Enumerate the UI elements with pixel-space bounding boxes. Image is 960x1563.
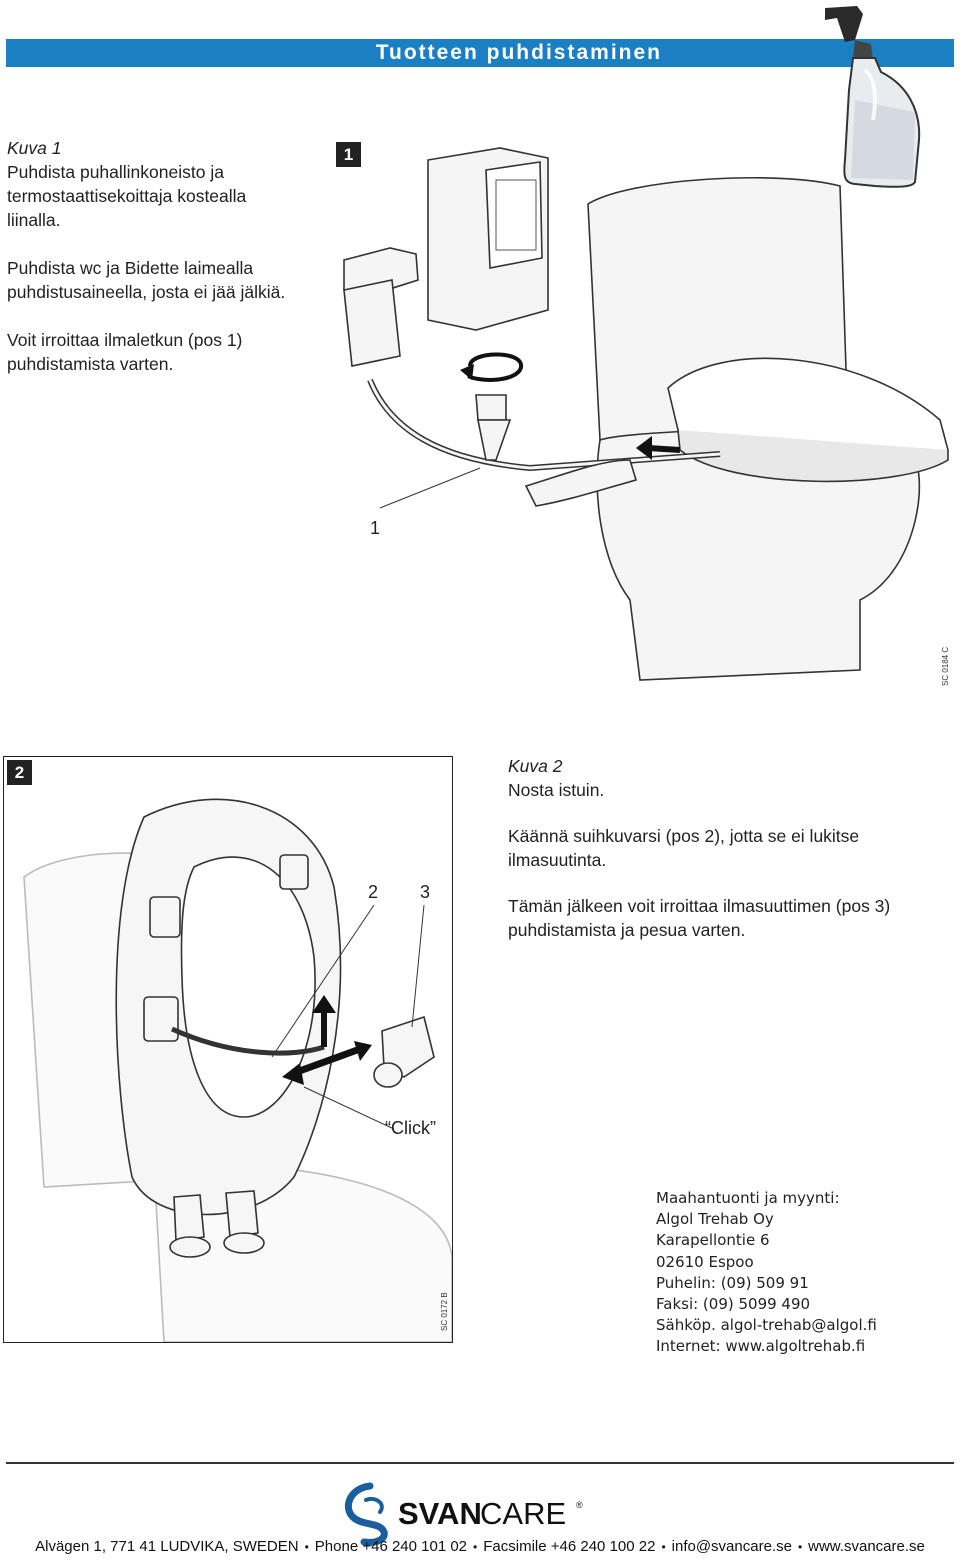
figure2-callout-3: 3 [420, 882, 431, 902]
separator-dot: • [304, 1540, 309, 1554]
section2-paragraph-1: Nosta istuin. [508, 780, 605, 800]
figure1-caption: Kuva 1 [7, 138, 62, 158]
header-banner: Tuotteen puhdistaminen [6, 39, 954, 67]
swan-icon [345, 1482, 388, 1546]
logo-text-bold: SVAN [398, 1496, 482, 1531]
section2-paragraph-2: Käännä suihkuvarsi (pos 2), jotta se ei … [508, 826, 860, 870]
contact-line: Karapellontie 6 [656, 1231, 770, 1250]
footer-divider [6, 1462, 954, 1464]
click-label: “Click” [385, 1118, 436, 1138]
section2-paragraph-3: Tämän jälkeen voit irroittaa ilmasuuttim… [508, 896, 891, 940]
page-title: Tuotteen puhdistaminen [375, 41, 662, 64]
footer-address: Alvägen 1, 771 41 LUDVIKA, SWEDEN [35, 1538, 299, 1555]
figure1-callout-1: 1 [370, 518, 381, 538]
contact-line: 02610 Espoo [656, 1252, 754, 1271]
separator-dot: • [473, 1540, 478, 1554]
figure2-illustration [23, 798, 452, 1342]
contact-line: Faksi: (09) 5099 490 [656, 1295, 811, 1314]
section1-paragraph-3: Voit irroittaa ilmaletkun (pos 1) puhdis… [7, 330, 243, 374]
figure2-box [3, 756, 453, 1343]
svancare-logo: SVAN CARE ® [345, 1482, 583, 1546]
section1-paragraph-1: Puhdista puhallinkoneisto ja termostaatt… [7, 162, 247, 230]
footer-contact-line: Alvägen 1, 771 41 LUDVIKA, SWEDEN • Phone … [6, 1538, 954, 1560]
footer-website: www.svancare.se [808, 1538, 925, 1555]
separator-dot: • [661, 1540, 666, 1554]
figure2-number: 2 [7, 760, 32, 785]
footer-email: info@svancare.se [671, 1538, 792, 1555]
section1-text: Kuva 1 Puhdista puhallinkoneisto ja term… [7, 136, 287, 376]
figure1-number: 1 [336, 142, 361, 167]
section2-text: Kuva 2 Nosta istuin. Käännä suihkuvarsi … [508, 754, 953, 942]
contact-email: Sähköp. algol-trehab@algol.fi [656, 1316, 877, 1335]
contact-line: Algol Trehab Oy [656, 1210, 774, 1229]
figure2-code: SC 0172 B [440, 1292, 449, 1331]
figure2-caption: Kuva 2 [508, 756, 563, 776]
figure1-illustration [343, 147, 949, 681]
spray-bottle-illustration [825, 6, 921, 188]
logo-text-light: CARE [480, 1496, 566, 1531]
contact-line: Puhelin: (09) 509 91 [656, 1273, 809, 1292]
contact-line: Maahantuonti ja myynti: [656, 1189, 840, 1207]
section1-paragraph-2: Puhdista wc ja Bidette laimealla puhdist… [7, 258, 286, 302]
separator-dot: • [797, 1540, 803, 1554]
figure1-code: SC 0184 C [941, 646, 950, 686]
contact-website: Internet: www.algoltrehab.fi [656, 1337, 866, 1356]
footer-phone: Phone +46 240 101 02 [314, 1538, 468, 1555]
registered-mark: ® [576, 1500, 583, 1510]
figure2-callout-2: 2 [368, 882, 379, 902]
footer-fax: Facsimile +46 240 100 22 [483, 1538, 656, 1555]
importer-contact: Maahantuonti ja myynti: Algol Trehab Oy … [656, 1188, 877, 1358]
